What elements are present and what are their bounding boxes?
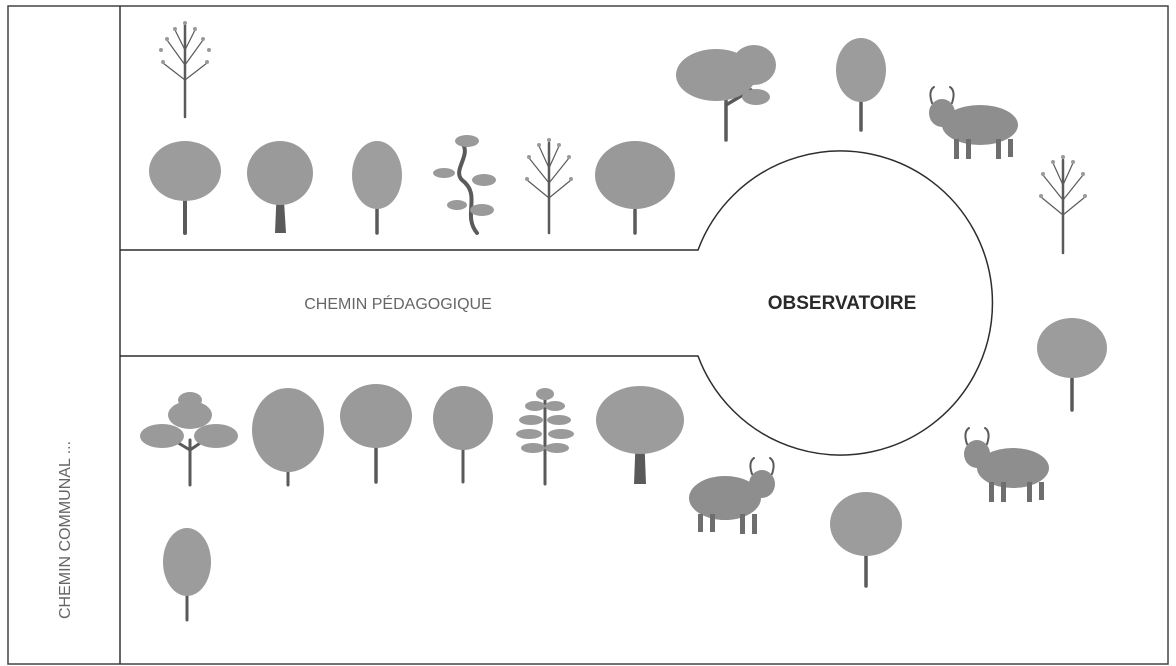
bare-tree-icon (159, 21, 211, 119)
bare-tree-icon (1039, 155, 1087, 255)
highland-cow-icon (929, 86, 1018, 159)
tree-icon (252, 388, 324, 487)
tree-icon (595, 141, 675, 235)
tree-icon (596, 386, 684, 484)
conifer-tree-icon (516, 388, 574, 486)
bonsai-tree-icon (433, 135, 496, 235)
path-outline (120, 150, 994, 456)
highland-cow-icon (689, 457, 775, 534)
tree-icon (340, 384, 412, 484)
tree-icon (433, 386, 493, 484)
path-label: CHEMIN PÉDAGOGIQUE (304, 294, 492, 313)
tree-icon (1037, 318, 1107, 412)
tree-icon (676, 45, 776, 142)
tree-icon (247, 141, 313, 233)
tree-icon (149, 141, 221, 235)
highland-cow-icon (964, 427, 1049, 502)
observatory-label: OBSERVATOIRE (768, 293, 917, 314)
tree-icon (352, 141, 402, 235)
outer-frame (7, 5, 1169, 665)
tree-icon (140, 392, 238, 487)
tree-icon (163, 528, 211, 622)
tree-icon (830, 492, 902, 588)
side-path-label: CHEMIN COMMUNAL ... (57, 441, 74, 619)
tree-icon (836, 38, 886, 132)
bare-tree-icon (525, 138, 573, 235)
